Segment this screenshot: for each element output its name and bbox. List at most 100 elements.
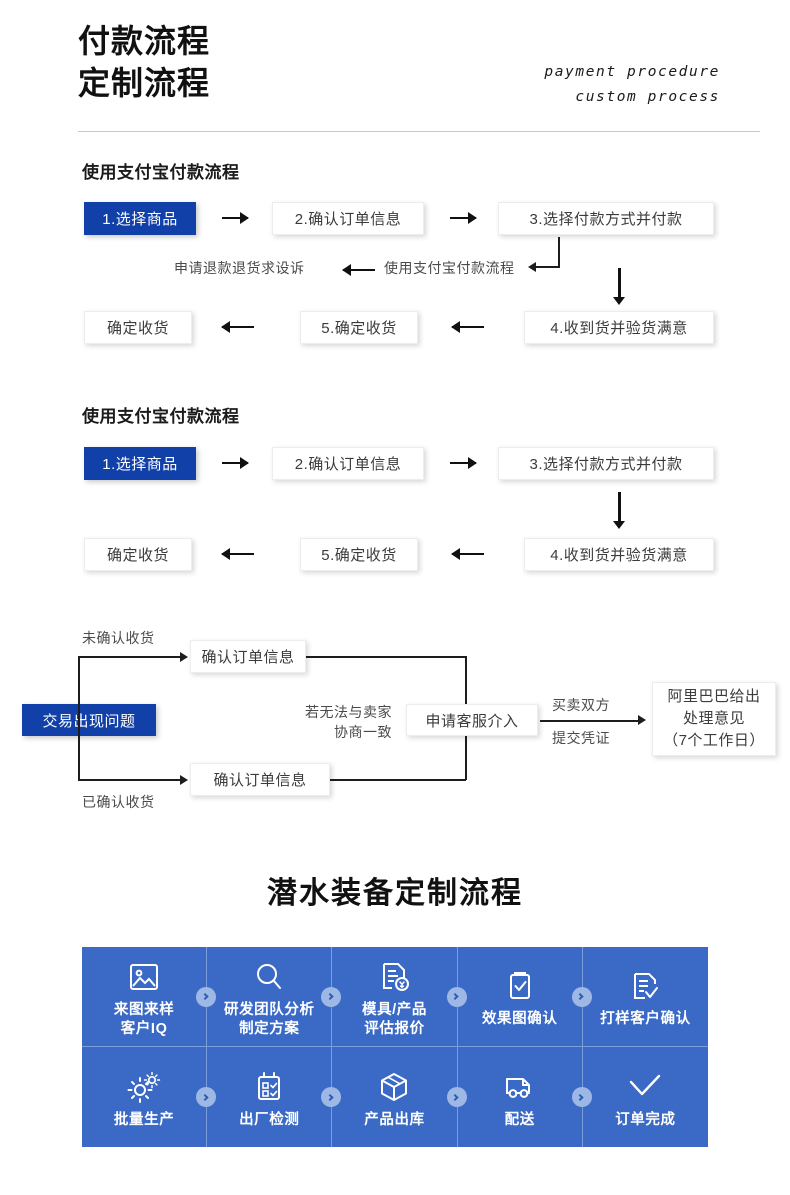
s2-step-1[interactable]: 1.选择商品: [84, 447, 196, 480]
s3-note: 若无法与卖家 协商一致: [272, 702, 392, 743]
header-divider: [78, 131, 760, 132]
s1-arrow-4: [452, 321, 484, 333]
section2-title: 使用支付宝付款流程: [82, 407, 240, 426]
chevron-right-icon-9: [571, 1087, 592, 1107]
s2-arrow-3: [222, 548, 254, 560]
flow-step-2[interactable]: 研发团队分析 制定方案: [207, 947, 342, 1047]
s2-step-3[interactable]: 3.选择付款方式并付款: [498, 447, 714, 480]
s3-result-box[interactable]: 阿里巴巴给出 处理意见 （7个工作日）: [652, 682, 776, 756]
flow-step-2-label: 研发团队分析 制定方案: [223, 1001, 315, 1037]
flow-step-1[interactable]: 来图来样 客户IQ: [82, 947, 217, 1047]
chevron-right-icon-2: [321, 986, 342, 1007]
flow-step-6-label: 批量生产: [113, 1111, 175, 1128]
flow-step-5-label: 打样客户确认: [600, 1011, 691, 1028]
s3-note-line2: 协商一致: [334, 724, 392, 741]
s3-branch-top-line: [78, 656, 182, 658]
s3-start-box[interactable]: 交易出现问题: [22, 704, 156, 736]
s3-result-line: [540, 720, 640, 722]
s3-result-line1: 阿里巴巴给出: [667, 688, 761, 706]
page-title-line2: 定制流程: [78, 65, 211, 102]
s1-down-arrow: [618, 268, 621, 298]
flow-step-3[interactable]: 模具/产品 评估报价: [332, 947, 467, 1047]
flow-step-4[interactable]: 效果图确认: [457, 947, 592, 1047]
s3-result-line2: 处理意见: [682, 710, 745, 728]
s1-arrow-3: [222, 321, 254, 333]
s3-branch-top-label: 未确认收货: [82, 630, 155, 646]
clipboard-check-icon: [502, 964, 538, 1008]
s1-step-4[interactable]: 4.收到货并验货满意: [524, 311, 714, 344]
flow-step-6[interactable]: 批量生产: [82, 1047, 217, 1147]
chevron-right-icon-4: [571, 986, 592, 1007]
page-subtitle-line1: payment procedure: [544, 64, 720, 80]
flow-step-5[interactable]: 打样客户确认: [582, 947, 708, 1047]
quote-doc-icon: [376, 955, 412, 999]
s2-arrow-2: [450, 457, 476, 469]
s3-branch-bottom-label: 已确认收货: [82, 794, 155, 810]
chevron-right-icon-1: [196, 986, 217, 1007]
flow-step-1-label: 来图来样 客户IQ: [113, 1001, 175, 1037]
page-title-line1: 付款流程: [78, 23, 211, 59]
flow-step-7-label: 出厂检测: [239, 1111, 300, 1128]
s1-mid-arrow: [343, 264, 375, 276]
s1-step-5[interactable]: 5.确定收货: [300, 311, 418, 344]
page-subtitle: payment procedure custom process: [544, 60, 720, 111]
s3-branch-bottom-arrowhead: [180, 775, 188, 785]
s3-box-top[interactable]: 确认订单信息: [190, 640, 306, 673]
chevron-right-icon-6: [196, 1087, 217, 1107]
s3-branch-spine: [78, 656, 80, 780]
flow-step-8[interactable]: 产品出库: [332, 1047, 467, 1147]
s3-edge-label-top: 买卖双方: [552, 697, 610, 713]
s3-edge-label-bottom: 提交凭证: [552, 730, 610, 746]
s1-mid-left-label: 申请退款退货求设诉: [174, 260, 305, 276]
flow-step-9-label: 配送: [504, 1111, 535, 1128]
custom-flow-grid: 来图来样 客户IQ 研发团队分析 制定方案: [82, 947, 708, 1147]
s3-branch-top-arrowhead: [180, 652, 188, 662]
flow-step-7[interactable]: 出厂检测: [207, 1047, 342, 1147]
s1-arrow-1: [222, 212, 248, 224]
s2-arrow-4: [452, 548, 484, 560]
s3-result-arrowhead: [638, 715, 646, 725]
s1-step-1[interactable]: 1.选择商品: [84, 202, 196, 235]
flow-step-3-label: 模具/产品 评估报价: [361, 1001, 427, 1037]
s2-step-4[interactable]: 4.收到货并验货满意: [524, 538, 714, 571]
s2-step-confirm-receipt[interactable]: 确定收货: [84, 538, 192, 571]
s1-arrow-2: [450, 212, 476, 224]
s1-step-confirm-receipt[interactable]: 确定收货: [84, 311, 192, 344]
custom-flow-title: 潜水装备定制流程: [267, 877, 523, 910]
section1-title: 使用支付宝付款流程: [82, 163, 240, 182]
page-title: 付款流程 定制流程: [78, 20, 210, 104]
s3-merge-bottom-line: [330, 779, 466, 781]
s1-mid-right-label: 使用支付宝付款流程: [384, 260, 515, 276]
box-icon: [376, 1065, 412, 1109]
s3-box-bottom[interactable]: 确认订单信息: [190, 763, 330, 796]
s3-branch-bottom-line: [78, 779, 182, 781]
chevron-right-icon-7: [321, 1087, 342, 1107]
s2-step-5[interactable]: 5.确定收货: [300, 538, 418, 571]
flow-step-10[interactable]: 订单完成: [583, 1047, 708, 1147]
s1-connector-horizontal: [536, 266, 560, 268]
s2-step-2[interactable]: 2.确认订单信息: [272, 447, 424, 480]
s3-center-box[interactable]: 申请客服介入: [406, 704, 538, 736]
doc-check-icon: [627, 964, 663, 1008]
flow-step-8-label: 产品出库: [364, 1111, 425, 1128]
flow-step-10-label: 订单完成: [615, 1111, 676, 1128]
s3-note-line1: 若无法与卖家: [305, 704, 392, 720]
flow-step-4-label: 效果图确认: [481, 1011, 558, 1028]
image-icon: [126, 955, 162, 999]
s3-merge-top-line: [306, 656, 466, 658]
s1-connector-arrowhead: [528, 262, 536, 272]
s3-result-line3: （7个工作日）: [663, 731, 765, 749]
chevron-right-icon-8: [446, 1087, 467, 1107]
page-subtitle-line2: custom process: [575, 89, 720, 106]
flow-step-9[interactable]: 配送: [458, 1047, 592, 1147]
s1-step-3[interactable]: 3.选择付款方式并付款: [498, 202, 714, 235]
truck-icon: [501, 1065, 539, 1109]
check-icon: [624, 1065, 666, 1109]
search-icon: [251, 955, 287, 999]
s1-step-2[interactable]: 2.确认订单信息: [272, 202, 424, 235]
gears-icon: [125, 1065, 163, 1109]
s2-down-arrow: [618, 492, 621, 522]
s2-arrow-1: [222, 457, 248, 469]
s1-connector-vertical: [558, 237, 560, 267]
